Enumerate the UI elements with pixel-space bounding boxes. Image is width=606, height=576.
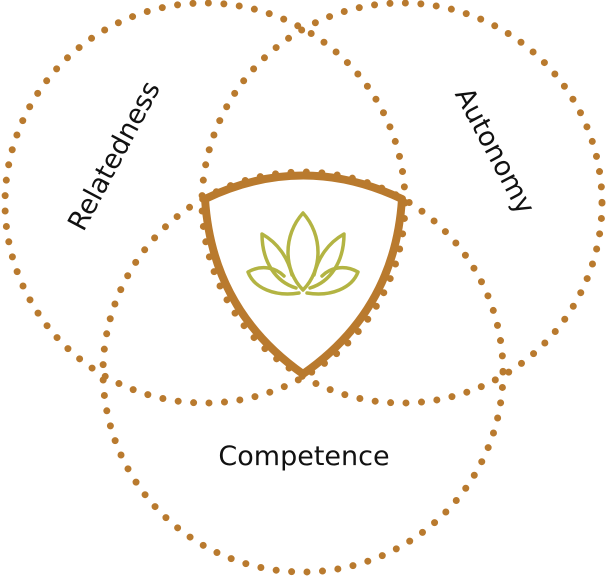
relatedness-label: Relatedness [62, 76, 167, 236]
lotus-petal-outer-right [305, 265, 360, 296]
lotus-petal-inner-left [260, 232, 298, 290]
autonomy-label: Autonomy [448, 83, 540, 220]
lotus-petal-outer-left [246, 265, 301, 296]
center-intersection-shield [201, 171, 406, 378]
autonomy-circle [198, 0, 606, 407]
lotus-icon [246, 211, 360, 296]
lotus-petal-center [286, 211, 320, 292]
lotus-petal-inner-right [308, 232, 346, 290]
competence-label: Competence [218, 441, 389, 472]
